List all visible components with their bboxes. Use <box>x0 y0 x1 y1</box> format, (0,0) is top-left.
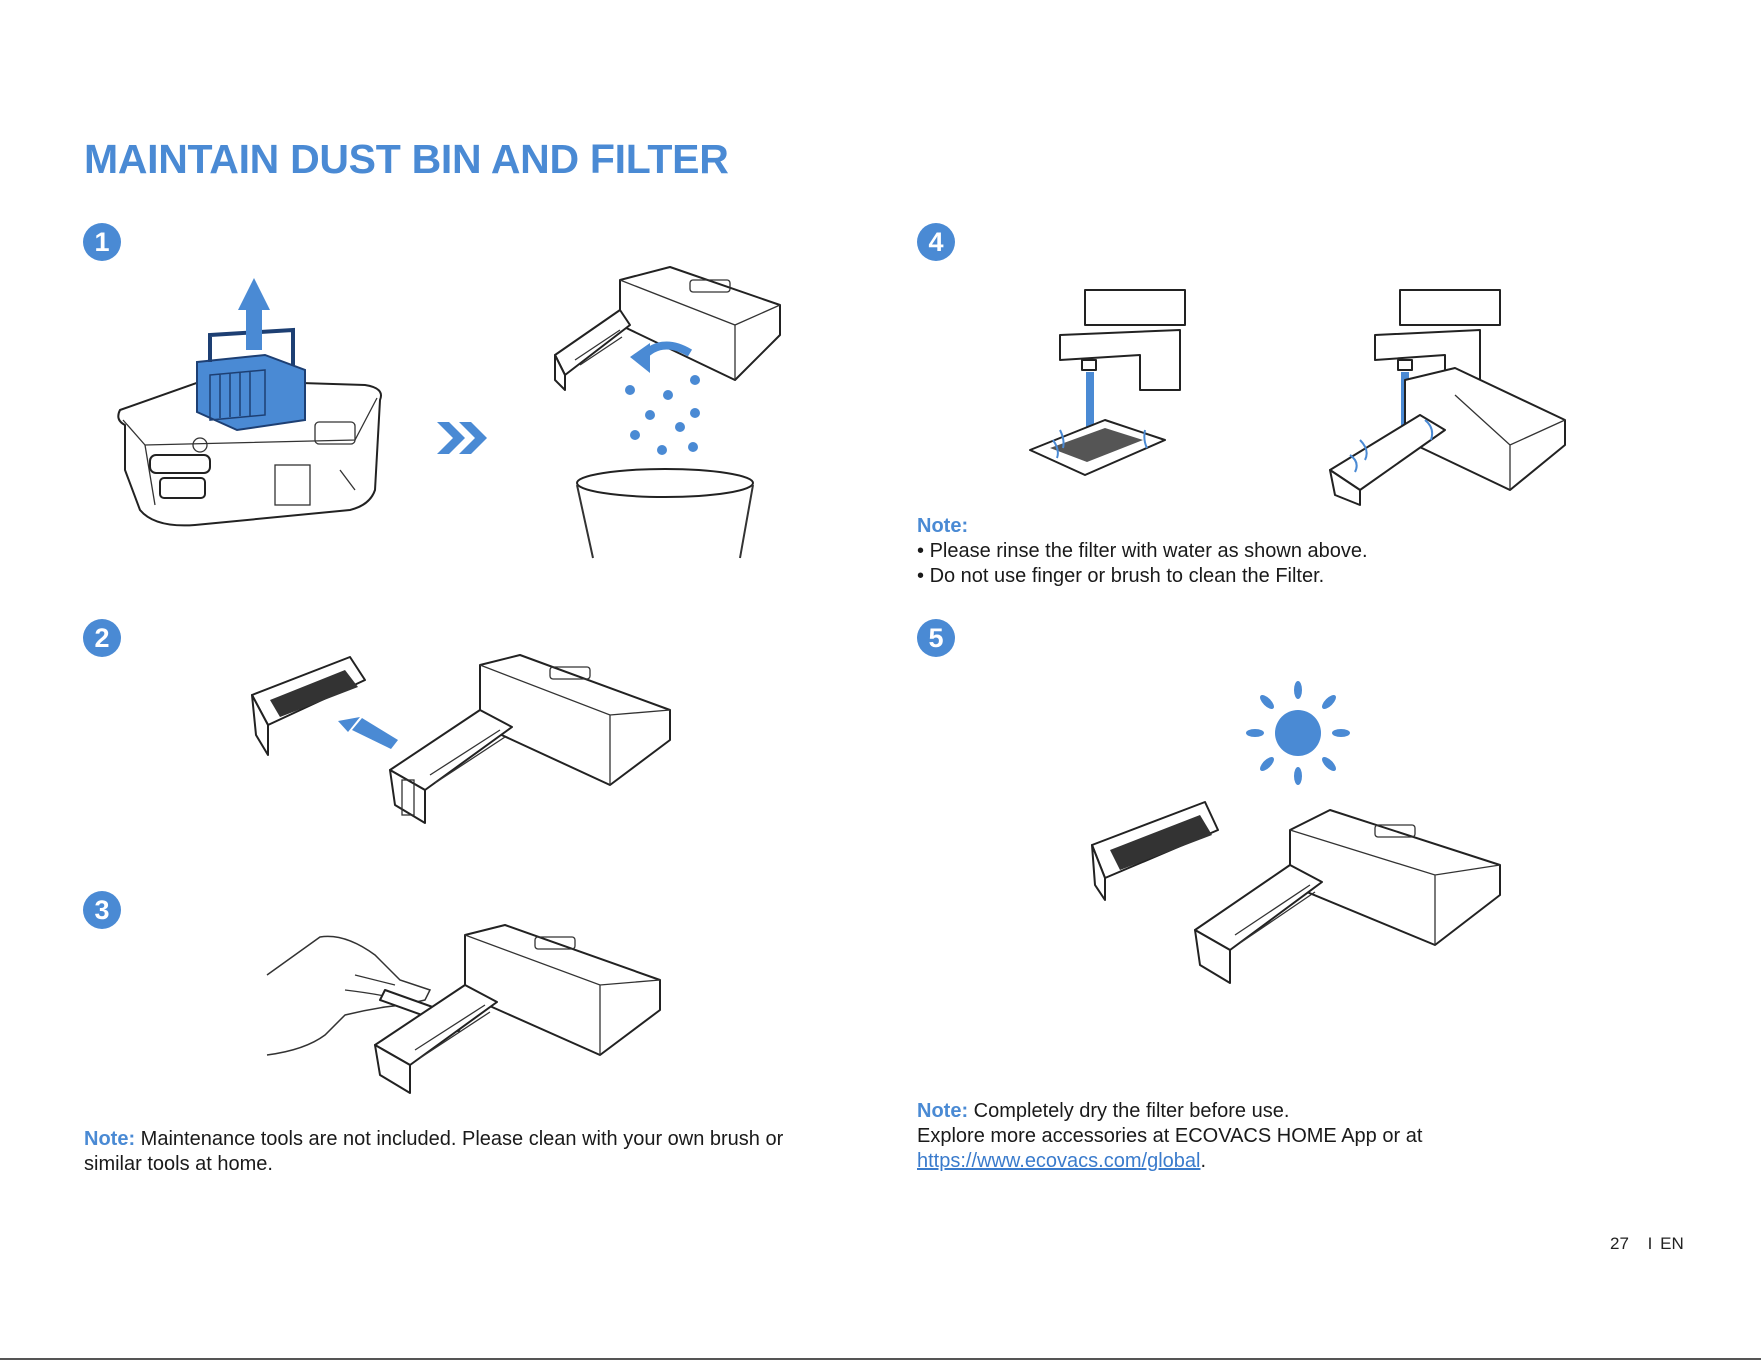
dry-note-label: Note: <box>917 1100 969 1122</box>
step-4-badge: 4 <box>917 223 955 261</box>
sun-icon <box>1246 681 1350 785</box>
bottom-border <box>0 1358 1761 1360</box>
dust-bin-blue <box>196 327 306 432</box>
page-footer: 27 I EN <box>1610 1234 1684 1254</box>
rinse-note-bullet-1: • Please rinse the filter with water as … <box>917 540 1368 562</box>
step-3-badge: 3 <box>83 891 121 929</box>
tools-note-label: Note: <box>84 1128 136 1150</box>
accessories-text: Explore more accessories at ECOVACS HOME… <box>917 1125 1423 1147</box>
rinse-note-label: Note: <box>917 515 969 537</box>
tools-note: Note: Maintenance tools are not included… <box>84 1127 844 1177</box>
dry-note: Note: Completely dry the filter before u… <box>917 1100 1423 1172</box>
ecovacs-link[interactable]: https://www.ecovacs.com/global <box>917 1150 1201 1172</box>
rinse-note-bullet-2: • Do not use finger or brush to clean th… <box>917 565 1325 587</box>
empty-bin-illustration <box>554 266 781 559</box>
rinse-note: Note: • Please rinse the filter with wat… <box>917 514 1737 589</box>
step-5-badge: 5 <box>917 619 955 657</box>
remove-filter-illustration <box>251 654 671 824</box>
step-2-badge: 2 <box>83 619 121 657</box>
page-number: 27 <box>1610 1234 1629 1253</box>
dry-filter-illustration <box>1091 801 1501 984</box>
rinse-filter-illustration-1 <box>1029 289 1186 476</box>
rinse-filter-illustration-2 <box>1329 289 1566 506</box>
tools-note-text: Maintenance tools are not included. Plea… <box>84 1128 784 1175</box>
robot-remove-bin-illustration <box>117 278 382 527</box>
step-1-badge: 1 <box>83 223 121 261</box>
footer-separator: I <box>1647 1234 1653 1253</box>
page-title: MAINTAIN DUST BIN AND FILTER <box>84 136 729 182</box>
double-chevron-right-icon <box>437 422 487 454</box>
arrow-up-icon <box>238 278 270 310</box>
arrow-up-icon-shaft <box>246 306 262 350</box>
brush-filter-illustration <box>266 924 661 1094</box>
dry-note-text: Completely dry the filter before use. <box>973 1100 1290 1122</box>
language-code: EN <box>1660 1234 1684 1253</box>
